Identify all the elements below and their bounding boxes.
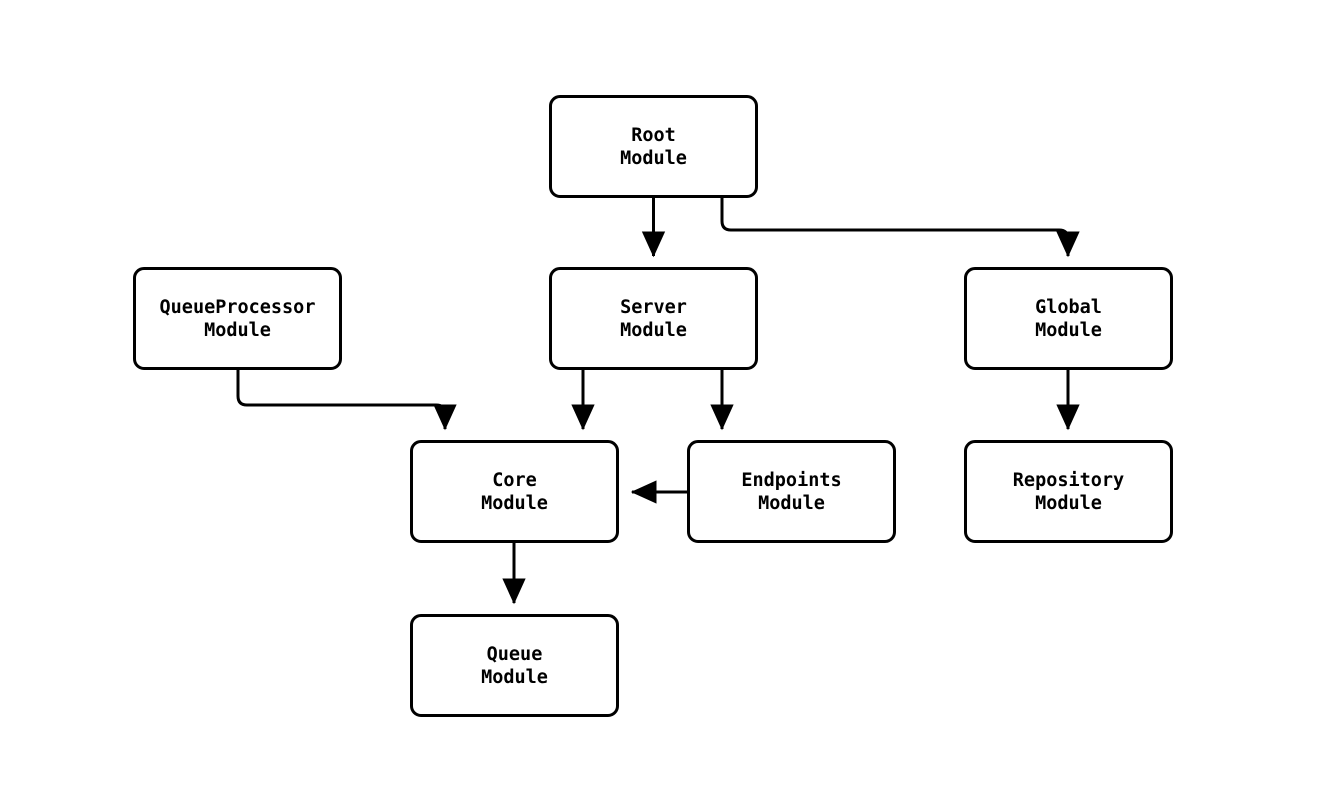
node-queueprocessor-module-label: QueueProcessor Module [159,296,316,341]
node-core-module[interactable]: Core Module [410,440,619,543]
node-repository-module-label: Repository Module [1012,469,1125,514]
node-queue-module-label: Queue Module [481,643,548,688]
node-queue-module[interactable]: Queue Module [410,614,619,717]
node-endpoints-module[interactable]: Endpoints Module [687,440,896,543]
node-root-module[interactable]: Root Module [549,95,758,198]
node-repository-module[interactable]: Repository Module [964,440,1173,543]
node-server-module-label: Server Module [620,296,687,341]
node-global-module[interactable]: Global Module [964,267,1173,370]
node-root-module-label: Root Module [620,124,687,169]
node-endpoints-module-label: Endpoints Module [741,469,842,514]
node-queueprocessor-module[interactable]: QueueProcessor Module [133,267,342,370]
node-core-module-label: Core Module [481,469,548,514]
edge-queueprocessor-to-core [236,370,457,431]
node-server-module[interactable]: Server Module [549,267,758,370]
node-global-module-label: Global Module [1035,296,1102,341]
edge-root-to-global [720,198,1080,258]
